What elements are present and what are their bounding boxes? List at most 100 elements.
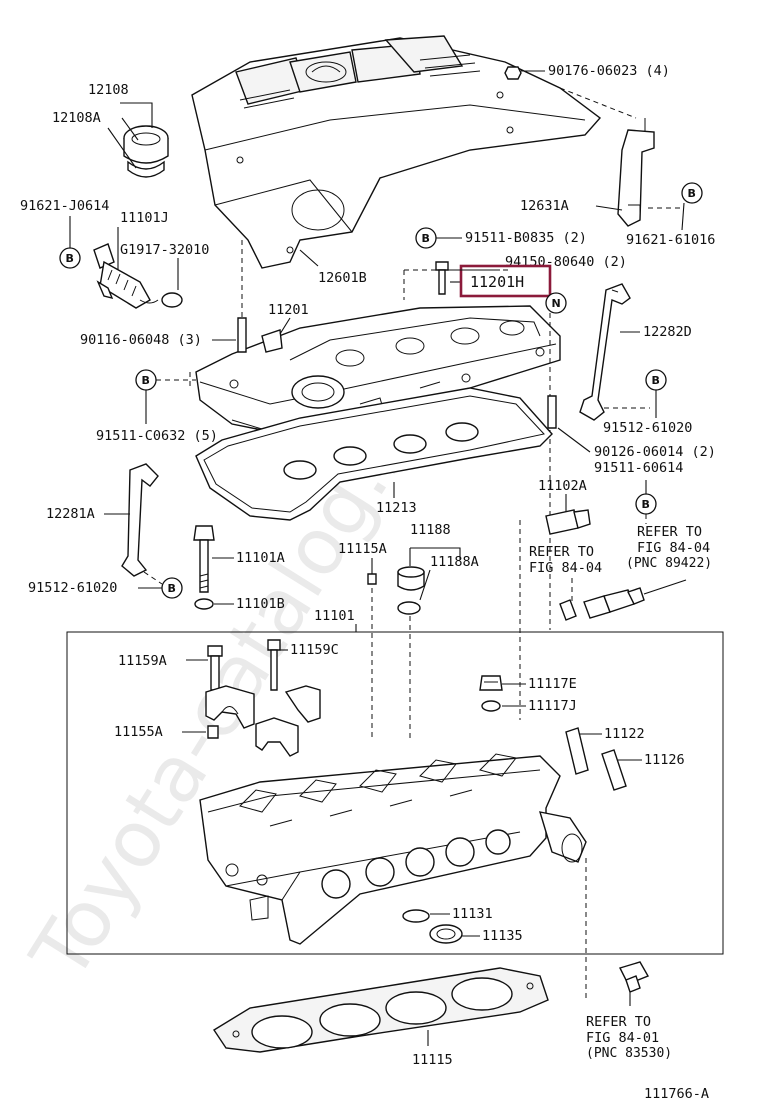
valve-guide-11126[interactable] — [601, 749, 627, 791]
water-temp-sensor[interactable] — [583, 587, 645, 619]
engine-cover[interactable] — [191, 35, 602, 269]
refer-line-2: FIG 84-01 — [586, 1030, 659, 1046]
label-11122: 11122 — [604, 726, 645, 742]
washer-11101b[interactable] — [194, 598, 214, 610]
stud-90126[interactable] — [547, 395, 557, 429]
label-G1917-32010: G1917-32010 — [120, 242, 209, 258]
label-11213: 11213 — [376, 500, 417, 516]
label-12282D: 12282D — [643, 324, 692, 340]
refer-line-3: (PNC 83530) — [586, 1046, 672, 1061]
label-11115: 11115 — [412, 1052, 453, 1068]
bracket-12631a[interactable] — [617, 118, 655, 227]
refer-line-2: FIG 84-04 — [637, 540, 710, 556]
highlight-box-11201h[interactable] — [459, 264, 552, 298]
marker-n-text: N — [552, 297, 561, 310]
oil-control-valve[interactable] — [93, 243, 159, 309]
label-91621-61016: 91621-61016 — [626, 232, 715, 248]
gasket-11117j[interactable] — [481, 700, 501, 712]
camshaft-bearing-cap-1[interactable] — [205, 685, 255, 729]
label-11155A: 11155A — [114, 724, 163, 740]
marker-b-text: B — [142, 374, 150, 387]
bolt-11159c[interactable] — [267, 639, 281, 691]
label-94150-80640: 94150-80640 (2) — [505, 254, 627, 270]
refer-line-1: REFER TO — [529, 544, 594, 560]
label-11101J: 11101J — [120, 210, 169, 226]
cylinder-head-frame — [66, 631, 724, 955]
marker-b — [59, 247, 81, 269]
label-12631A: 12631A — [520, 198, 569, 214]
o-ring-g1917[interactable] — [161, 292, 183, 308]
stud-bolt-11201h[interactable] — [435, 261, 449, 295]
label-11117E: 11117E — [528, 676, 577, 692]
gasket-11131[interactable] — [402, 909, 430, 923]
oil-filler-cap[interactable] — [123, 125, 169, 178]
label-12108A: 12108A — [52, 110, 101, 126]
label-11201: 11201 — [268, 302, 309, 318]
label-11101B: 11101B — [236, 596, 285, 612]
head-bolt-11101a[interactable] — [193, 525, 215, 593]
camshaft-bearing-cap-3[interactable] — [255, 717, 299, 757]
label-90176-06023: 90176-06023 (4) — [548, 63, 670, 79]
refer-to-fig-84-01[interactable]: REFER TO FIG 84-01 (PNC 83530) — [586, 1014, 672, 1061]
washer-sensor[interactable] — [559, 599, 577, 621]
label-11101A: 11101A — [236, 550, 285, 566]
label-90126-06014: 90126-06014 (2) — [594, 444, 716, 460]
gasket-11188a[interactable] — [397, 601, 421, 615]
marker-n — [545, 292, 567, 314]
refer-line-2: FIG 84-04 — [529, 560, 602, 576]
marker-b-text: B — [422, 232, 430, 245]
marker-b-text: B — [652, 374, 660, 387]
bracket-12282d[interactable] — [579, 283, 631, 421]
label-11131: 11131 — [452, 906, 493, 922]
refer-to-fig-84-04-b[interactable]: REFER TO FIG 84-04 (PNC 89422) — [626, 524, 712, 571]
label-12281A: 12281A — [46, 506, 95, 522]
label-12601B: 12601B — [318, 270, 367, 286]
marker-b-text: B — [642, 498, 650, 511]
label-91511-60614: 91511-60614 — [594, 460, 683, 476]
label-11159C: 11159C — [290, 642, 339, 658]
marker-b-text: B — [688, 187, 696, 200]
plug-11117e[interactable] — [479, 675, 503, 691]
cylinder-head-cover[interactable] — [195, 305, 561, 447]
pin-11155a[interactable] — [207, 725, 219, 739]
refer-to-fig-84-04-a[interactable]: REFER TO FIG 84-04 — [529, 544, 602, 576]
refer-line-3: (PNC 89422) — [626, 556, 712, 571]
cover-nut[interactable] — [504, 66, 522, 80]
cylinder-head-gasket[interactable] — [213, 967, 549, 1053]
label-12108: 12108 — [88, 82, 129, 98]
refer-line-1: REFER TO — [637, 524, 702, 540]
diagram-id: 111766-A — [644, 1086, 709, 1102]
label-91621-J0614: 91621-J0614 — [20, 198, 109, 214]
bracket-12281a[interactable] — [121, 463, 159, 577]
label-11101: 11101 — [314, 608, 355, 624]
label-11126: 11126 — [644, 752, 685, 768]
label-91512-61020-a: 91512-61020 — [603, 420, 692, 436]
refer-line-1: REFER TO — [586, 1014, 651, 1030]
dowel-11115a[interactable] — [367, 573, 377, 585]
label-91512-61020-b: 91512-61020 — [28, 580, 117, 596]
valve-guide-11122[interactable] — [565, 727, 589, 775]
cylinder-head[interactable] — [199, 753, 587, 945]
label-11159A: 11159A — [118, 653, 167, 669]
label-90116-06048: 90116-06048 (3) — [80, 332, 202, 348]
plug-11188[interactable] — [397, 566, 425, 591]
label-91511-C0632: 91511-C0632 (5) — [96, 428, 218, 444]
label-11201H[interactable]: 11201H — [470, 273, 524, 291]
label-11188: 11188 — [410, 522, 451, 538]
marker-b-text: B — [168, 582, 176, 595]
label-11117J: 11117J — [528, 698, 577, 714]
label-11115A: 11115A — [338, 541, 387, 557]
marker-b-text: B — [66, 252, 74, 265]
label-11102A: 11102A — [538, 478, 587, 494]
stud-90116[interactable] — [237, 317, 247, 353]
label-11135: 11135 — [482, 928, 523, 944]
camshaft-bearing-cap-2[interactable] — [284, 685, 321, 723]
oil-pressure-switch[interactable] — [619, 961, 650, 993]
label-11188A: 11188A — [430, 554, 479, 570]
head-cover-gasket[interactable] — [195, 387, 553, 521]
seal-11135[interactable] — [429, 924, 463, 944]
marker-b — [681, 182, 703, 204]
plug-11102a[interactable] — [545, 509, 591, 535]
